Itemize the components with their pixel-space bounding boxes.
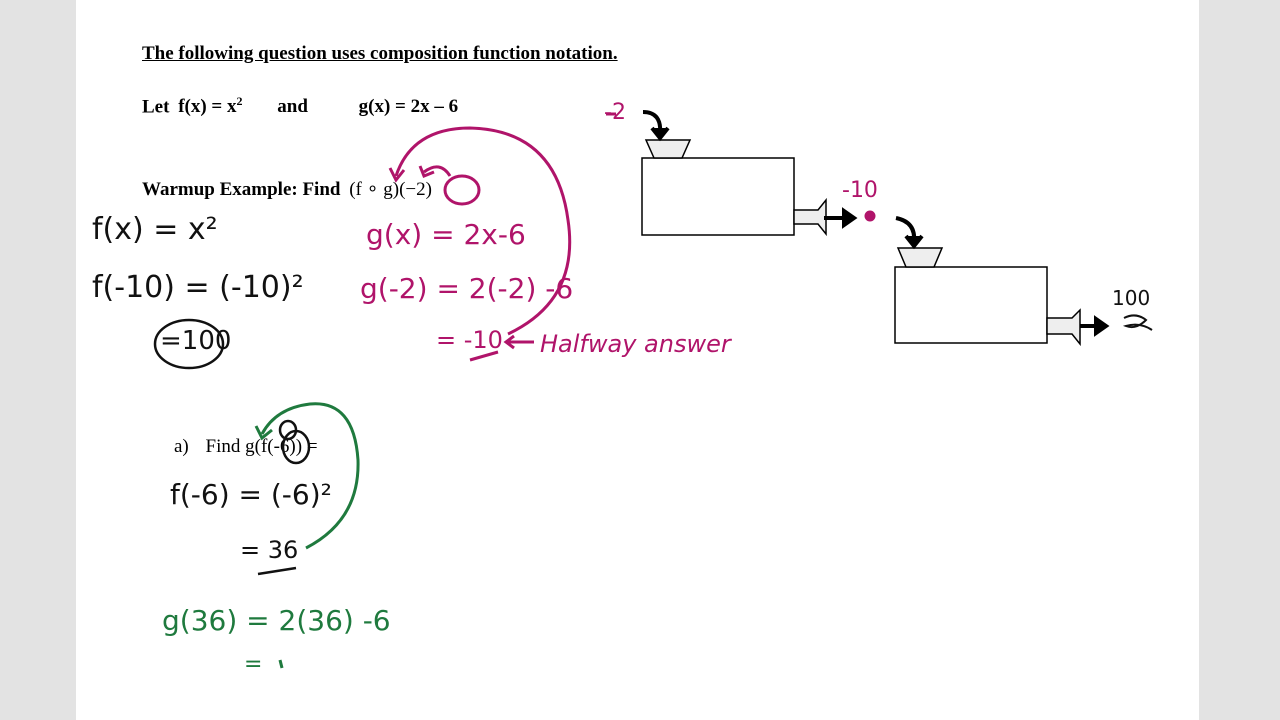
- hw-black-answer-100: =100: [160, 326, 232, 356]
- diagram-arrows: [642, 110, 1110, 337]
- f-definition: f(x) = x: [178, 96, 237, 118]
- part-a-label: a): [174, 436, 189, 457]
- hw-green-g36: g(36) = 2(36) -6: [162, 604, 391, 637]
- warmup-line: Warmup Example: Find (f ∘ g)(−2): [142, 178, 432, 201]
- hw-black-36: = 36: [240, 536, 299, 564]
- output-scribble: [1122, 314, 1153, 331]
- hw-black-f-6: f(-6) = (-6)²: [170, 478, 332, 511]
- hw-magenta-g-2: g(-2) = 2(-2) -6: [360, 272, 574, 305]
- worksheet-page: [76, 0, 1199, 720]
- let-label: Let: [142, 96, 170, 118]
- warmup-expression: (f ∘ g)(−2): [349, 179, 432, 200]
- part-a-line: a) Find g(f(-6)) =: [174, 436, 318, 458]
- hw-magenta-result: = -10: [436, 326, 503, 354]
- hw-black-f-10: f(-10) = (-10)²: [92, 270, 304, 305]
- machine-g: [641, 139, 827, 237]
- diagram-mid-label: -10: [842, 178, 878, 203]
- hw-green-equals: =: [244, 652, 263, 677]
- black-ink-strokes: [153, 318, 311, 576]
- magenta-ink-strokes: [388, 112, 876, 362]
- f-exponent: 2: [236, 94, 243, 108]
- function-definitions: Let f(x) = x2 and g(x) = 2x – 6: [142, 94, 458, 118]
- g-definition: g(x) = 2x – 6: [358, 96, 459, 118]
- hw-black-fx: f(x) = x²: [92, 212, 218, 247]
- diagram-output-label: 100: [1112, 286, 1151, 310]
- worksheet-heading: The following question uses composition …: [142, 43, 618, 64]
- and-label: and: [277, 96, 308, 118]
- hw-magenta-halfway-note: Halfway answer: [540, 330, 731, 358]
- machine-f: [894, 247, 1081, 347]
- part-a-question: Find g(f(-6)) =: [205, 436, 318, 457]
- green-ink-strokes: [254, 402, 360, 669]
- warmup-label: Warmup Example: Find: [142, 179, 341, 200]
- hw-magenta-gx: g(x) = 2x-6: [366, 218, 526, 251]
